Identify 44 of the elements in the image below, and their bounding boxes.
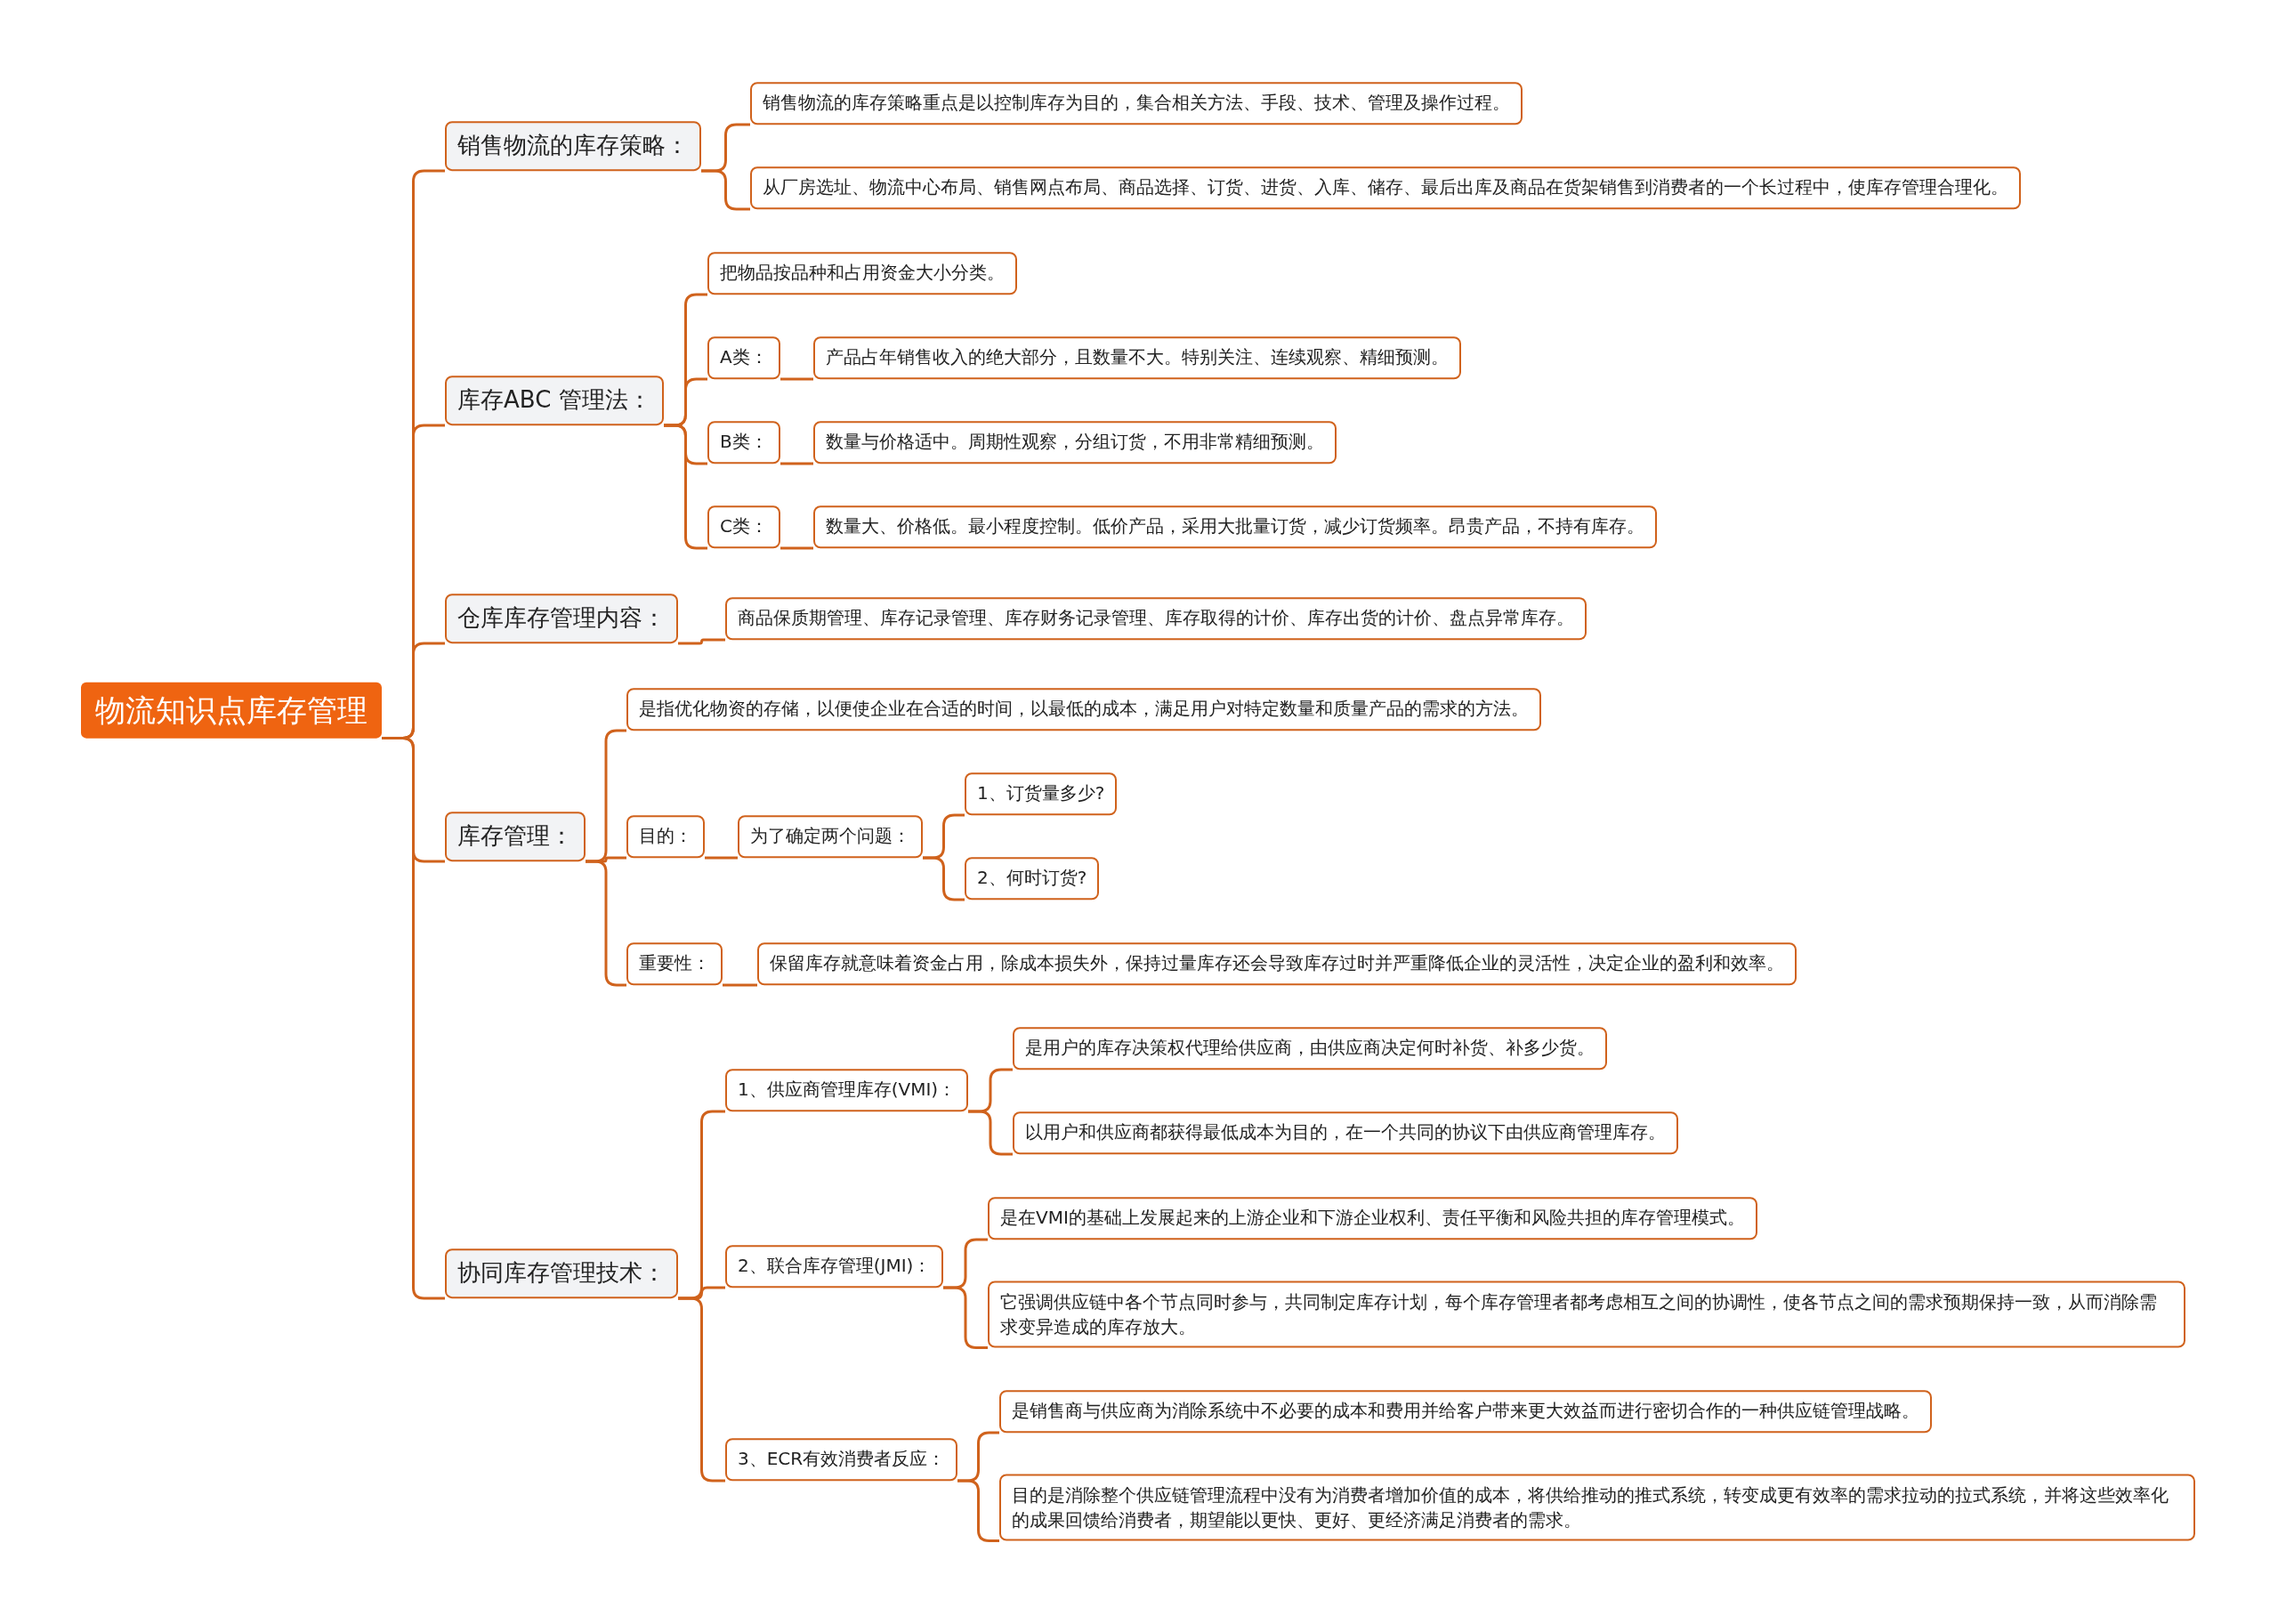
leaf-topic: 是指优化物资的存储，以便使企业在合适的时间，以最低的成本，满足用户对特定数量和质量产品的需求的方法。 <box>626 688 1541 731</box>
leaf-topic: 从厂房选址、物流中心布局、销售网点布局、商品选择、订货、进货、入库、储存、最后出库及商品在货架销售到消费者的一个长过程中，使库存管理合理化。 <box>750 166 2021 209</box>
connector-line <box>780 462 813 465</box>
connector-line <box>780 546 813 550</box>
branch-topic: 协同库存管理技术： <box>445 1248 678 1298</box>
leaf-topic: 2、联合库存管理(JMI)： <box>725 1245 944 1288</box>
branch-topic: 库存ABC 管理法： <box>445 376 664 425</box>
leaf-topic: 销售物流的库存策略重点是以控制库存为目的，集合相关方法、手段、技术、管理及操作过程。 <box>750 82 1523 125</box>
connector-line <box>664 424 707 550</box>
connector-line <box>701 169 750 211</box>
leaf-topic: 保留库存就意味着资金占用，除成本损失外，保持过量库存还会导致库存过时并严重降低企业的灵活性，决定企业的盈利和效率。 <box>757 942 1797 985</box>
leaf-topic: 1、供应商管理库存(VMI)： <box>725 1069 969 1111</box>
leaf-topic: B类： <box>707 421 780 464</box>
branch-topic: 仓库库存管理内容： <box>445 594 678 643</box>
leaf-topic: 商品保质期管理、库存记录管理、库存财务记录管理、库存取得的计价、库存出货的计价、盘点异常库存。 <box>725 597 1587 640</box>
branch-topic: 销售物流的库存策略： <box>445 121 701 171</box>
leaf-topic: C类： <box>707 505 780 548</box>
leaf-topic: A类： <box>707 336 780 379</box>
leaf-topic: 1、订货量多少? <box>965 772 1118 815</box>
branch-topic: 库存管理： <box>445 812 586 861</box>
leaf-topic: 数量大、价格低。最小程度控制。低价产品，采用大批量订货，减少订货频率。昂贵产品，不持有库存。 <box>813 505 1657 548</box>
leaf-topic: 数量与价格适中。周期性观察，分组订货，不用非常精细预测。 <box>813 421 1337 464</box>
root-topic: 物流知识点库存管理 <box>81 682 382 739</box>
leaf-topic: 以用户和供应商都获得最低成本为目的，在一个共同的协议下由供应商管理库存。 <box>1013 1111 1678 1154</box>
leaf-topic: 是在VMI的基础上发展起来的上游企业和下游企业权利、责任平衡和风险共担的库存管理模式。 <box>988 1197 1757 1240</box>
connector-line <box>678 638 725 645</box>
connector-line <box>678 1297 725 1483</box>
leaf-topic: 是用户的库存决策权代理给供应商，由供应商决定何时补货、补多少货。 <box>1013 1027 1607 1070</box>
connector-line <box>705 856 738 860</box>
connector-line <box>780 377 813 381</box>
leaf-topic: 3、ECR有效消费者反应： <box>725 1438 958 1481</box>
leaf-topic: 重要性： <box>626 942 723 985</box>
leaf-topic: 目的是消除整个供应链管理流程中没有为消费者增加价值的成本，将供给推动的推式系统，转变成更有效率的需求拉动的拉式系统，并将这些效率化的成果回馈给消费者，期望能以更快、更好、更经济满足消费者的需求。 <box>999 1474 2195 1541</box>
connector-line <box>957 1479 999 1542</box>
leaf-topic: 产品占年销售收入的绝大部分，且数量不大。特别关注、连续观察、精细预测。 <box>813 336 1461 379</box>
leaf-topic: 它强调供应链中各个节点同时参与，共同制定库存计划，每个库存管理者都考虑相互之间的协调性，使各节点之间的需求预期保持一致，从而消除需求变异造成的库存放大。 <box>988 1281 2185 1348</box>
leaf-topic: 为了确定两个问题： <box>738 815 923 858</box>
leaf-topic: 把物品按品种和占用资金大小分类。 <box>707 252 1017 295</box>
connector-line <box>943 1286 988 1349</box>
leaf-topic: 2、何时订货? <box>965 857 1100 900</box>
connector-line <box>723 983 757 987</box>
leaf-topic: 目的： <box>626 815 705 858</box>
connector-line <box>586 860 626 987</box>
leaf-topic: 是销售商与供应商为消除系统中不必要的成本和费用并给客户带来更大效益而进行密切合作的一种供应链管理战略。 <box>999 1390 1932 1433</box>
